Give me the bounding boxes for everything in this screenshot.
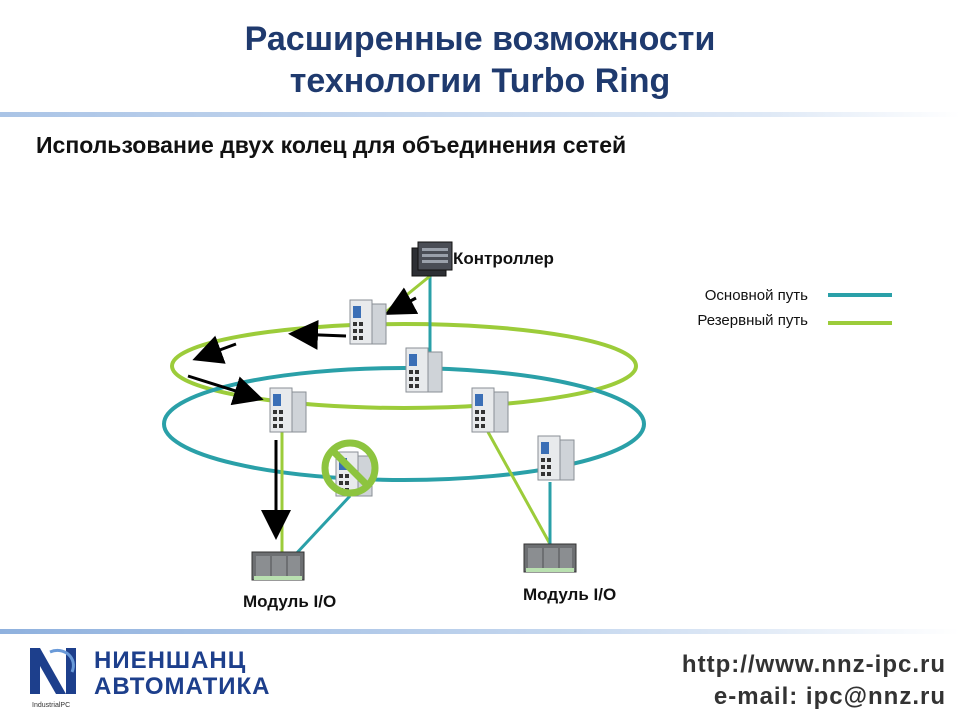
page-title: Расширенные возможности технологии Turbo… (0, 18, 960, 102)
io-module-icon (251, 551, 305, 581)
switch-icon (269, 387, 307, 433)
right-io-backup-path (486, 431, 552, 545)
primary-ring (162, 366, 646, 482)
flow-arrow (288, 319, 347, 350)
io-module-label-right: Модуль I/O (523, 585, 617, 604)
io-module-icon (523, 543, 577, 573)
switch-icon (349, 299, 387, 345)
controller-icon (411, 241, 453, 277)
website-link[interactable]: http://www.nnz-ipc.ru (681, 651, 946, 678)
flow-arrow (192, 335, 237, 364)
switch-icon (405, 347, 443, 393)
title-line-2: технологии Turbo Ring (289, 62, 671, 100)
logo-small-text: IndustrialPC (32, 702, 71, 709)
header-divider (0, 112, 960, 117)
brand-name-line-2: АВТОМАТИКА (94, 673, 271, 700)
legend-backup-swatch (828, 321, 892, 325)
brand-name-line-1: НИЕНШАНЦ (94, 647, 247, 674)
legend-primary-swatch (828, 293, 892, 297)
legend-backup-label: Резервный путь (697, 312, 808, 329)
switch-icon (537, 435, 575, 481)
backup-ring (170, 322, 638, 410)
footer-divider (0, 629, 960, 634)
legend-primary-label: Основной путь (704, 287, 808, 304)
flow-arrow (384, 287, 419, 315)
title-line-1: Расширенные возможности (244, 20, 716, 58)
company-logo-icon (20, 642, 86, 702)
left-io-primary-path (292, 494, 352, 558)
flow-arrow (187, 374, 264, 406)
email-link[interactable]: e-mail: ipc@nnz.ru (713, 683, 946, 710)
no-connection-icon (321, 439, 379, 497)
io-module-label-left: Модуль I/O (243, 592, 337, 611)
switch-icon (471, 387, 509, 433)
slide-subtitle: Использование двух колец для объединения… (36, 132, 627, 158)
controller-label: Контроллер (453, 249, 554, 268)
